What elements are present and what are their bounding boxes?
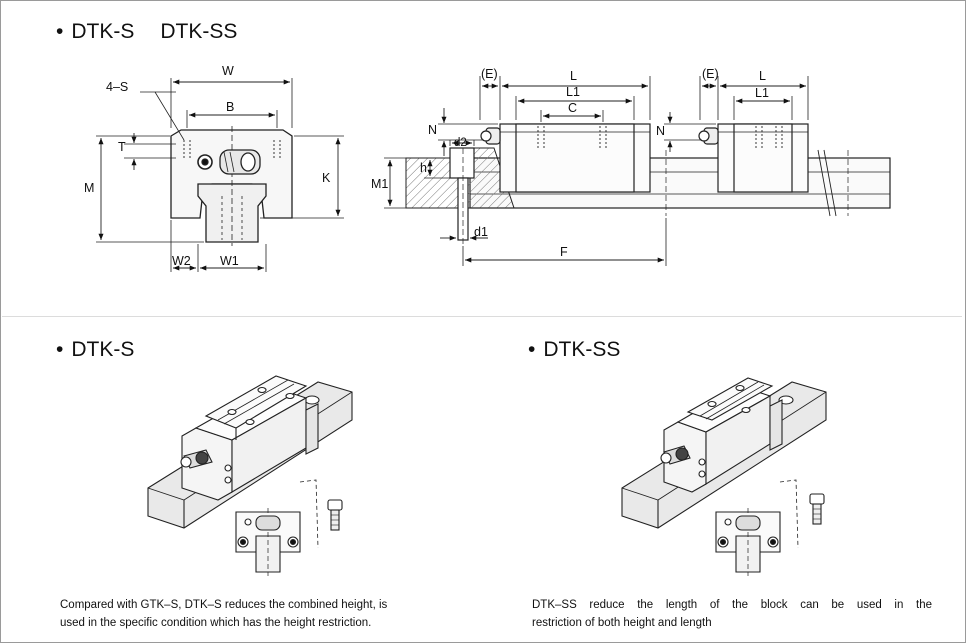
label-4-s: 4–S bbox=[106, 80, 128, 94]
label-m: M bbox=[84, 181, 94, 195]
label-c: C bbox=[568, 101, 577, 115]
label-w: W bbox=[222, 64, 234, 78]
cross-section-view bbox=[96, 78, 344, 272]
label-d2: d2 bbox=[454, 137, 467, 149]
label-b: B bbox=[226, 100, 234, 114]
section-divider bbox=[2, 316, 962, 317]
label-f: F bbox=[560, 245, 568, 259]
dtk-ss-heading-text: DTK-SS bbox=[543, 338, 621, 361]
top-heading-dtk-s: DTK-S bbox=[71, 20, 135, 43]
label-e: (E) bbox=[481, 67, 498, 81]
dtk-s-heading-bullet: • bbox=[56, 338, 64, 361]
dtk-ss-heading: • DTK-SS bbox=[528, 338, 620, 362]
dtk-s-description: Compared with GTK–S, DTK–S reduces the c… bbox=[60, 596, 480, 632]
dtk-s-description-line-1: Compared with GTK–S, DTK–S reduces the c… bbox=[60, 599, 388, 611]
dtk-ss-heading-bullet: • bbox=[528, 338, 536, 361]
label-w2: W2 bbox=[172, 254, 191, 268]
label-l1: L1 bbox=[566, 85, 580, 99]
dtk-s-description-line-2: used in the specific condition which has… bbox=[60, 617, 372, 629]
label-l-2: L bbox=[759, 69, 766, 83]
dtk-ss-description-line-2: restriction of both height and length bbox=[532, 617, 712, 629]
label-m1: M1 bbox=[371, 177, 388, 191]
label-n: N bbox=[428, 123, 437, 137]
label-h: h bbox=[420, 161, 427, 175]
dtk-s-heading-text: DTK-S bbox=[71, 338, 135, 361]
top-heading-bullet: • bbox=[56, 20, 64, 43]
isometric-illustration-dtk-ss bbox=[621, 377, 827, 576]
top-heading-dtk-ss: DTK-SS bbox=[160, 20, 238, 43]
label-e-2: (E) bbox=[702, 67, 719, 81]
dtk-ss-description: DTK–SS reduce the length of the block ca… bbox=[532, 596, 932, 632]
label-w1: W1 bbox=[220, 254, 239, 268]
dtk-ss-description-line-1: DTK–SS reduce the length of the block ca… bbox=[532, 599, 932, 611]
isometric-illustration-dtk-s bbox=[147, 375, 353, 576]
label-l: L bbox=[570, 69, 577, 83]
top-heading: • DTK-S DTK-SS bbox=[56, 20, 237, 44]
side-view bbox=[384, 76, 891, 266]
label-t: T bbox=[118, 140, 126, 154]
label-n-2: N bbox=[656, 124, 665, 138]
label-l1-2: L1 bbox=[755, 86, 769, 100]
label-d1: d1 bbox=[474, 225, 488, 239]
dtk-s-heading: • DTK-S bbox=[56, 338, 134, 362]
label-k: K bbox=[322, 171, 331, 185]
